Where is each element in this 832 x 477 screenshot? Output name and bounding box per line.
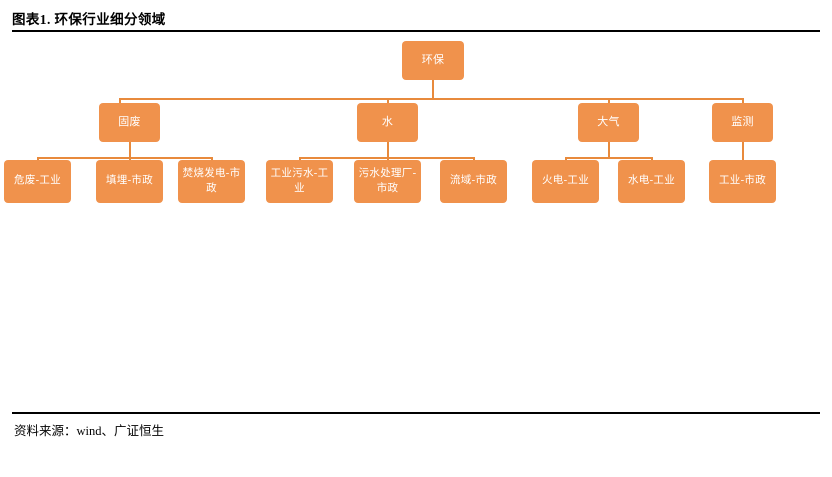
node-wsclc[interactable]: 污水处理厂-市政 [354, 160, 421, 203]
connector-root-stem [432, 80, 434, 98]
node-tianmai[interactable]: 填埋-市政 [96, 160, 163, 203]
node-gyws[interactable]: 工业污水-工业 [266, 160, 333, 203]
connector-gufei-to-tianmai [129, 157, 131, 160]
connector-daqi-to-huodian [565, 157, 567, 160]
connector-root-to-jiance [742, 98, 744, 103]
node-huanbao[interactable]: 环保 [402, 41, 464, 80]
node-gongye[interactable]: 工业-市政 [709, 160, 776, 203]
connector-gufei-stem [129, 142, 131, 157]
connector-root-to-shui [387, 98, 389, 103]
connector-root-bus [119, 98, 744, 100]
node-huodian[interactable]: 火电-工业 [532, 160, 599, 203]
node-gufei[interactable]: 固废 [99, 103, 160, 142]
title-divider [12, 30, 820, 32]
source-note: 资料来源：wind、广证恒生 [14, 424, 165, 438]
org-chart-diagram: 环保 固废 水 大气 监测 危废-工业 填埋-市政 焚烧发电-市政 工业污水-工… [0, 32, 832, 412]
connector-gufei-to-fenshao [211, 157, 213, 160]
connector-jiance-to-gongye [742, 142, 744, 160]
connector-daqi-to-shuidian [651, 157, 653, 160]
connector-gufei-to-weifei [37, 157, 39, 160]
node-shui[interactable]: 水 [357, 103, 418, 142]
node-shuidian[interactable]: 水电-工业 [618, 160, 685, 203]
connector-gufei-bus [37, 157, 213, 159]
source-divider [12, 412, 820, 414]
connector-shui-to-wsclc [387, 157, 389, 160]
node-weifei[interactable]: 危废-工业 [4, 160, 71, 203]
connector-shui-to-gyws [299, 157, 301, 160]
connector-shui-stem [387, 142, 389, 157]
page-title: 图表1. 环保行业细分领域 [12, 12, 166, 27]
connector-root-to-daqi [608, 98, 610, 103]
connector-root-to-gufei [119, 98, 121, 103]
node-fenshao[interactable]: 焚烧发电-市政 [178, 160, 245, 203]
connector-shui-to-liuyu [473, 157, 475, 160]
connector-daqi-stem [608, 142, 610, 157]
node-jiance[interactable]: 监测 [712, 103, 773, 142]
node-daqi[interactable]: 大气 [578, 103, 639, 142]
connector-daqi-bus [565, 157, 653, 159]
node-liuyu[interactable]: 流域-市政 [440, 160, 507, 203]
